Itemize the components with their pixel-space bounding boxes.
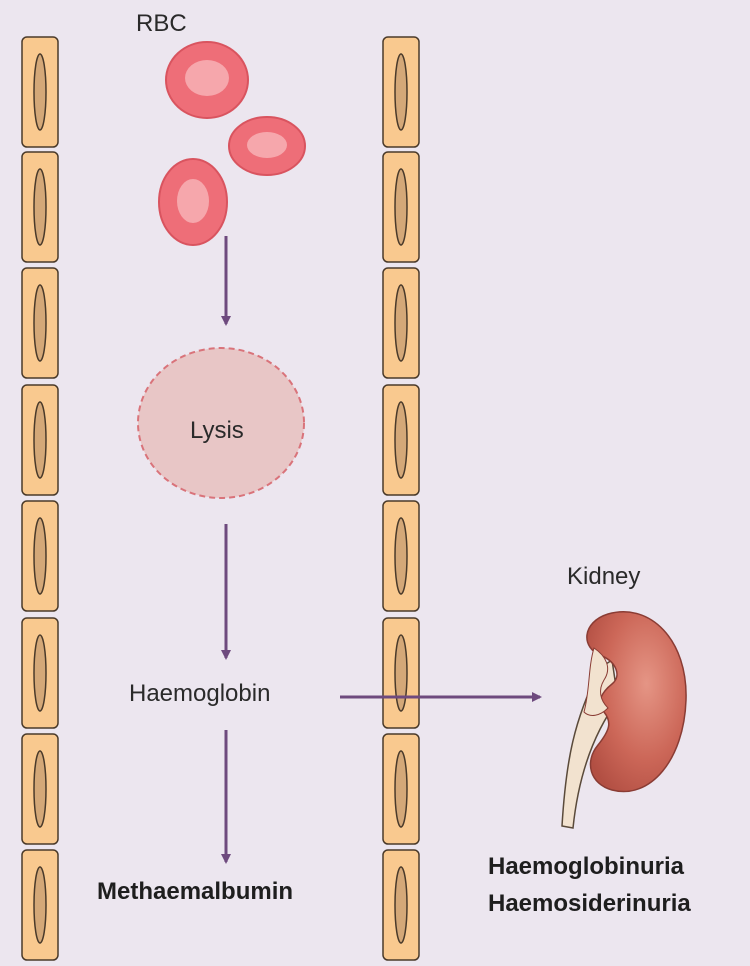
endothelial-cell-icon [383, 501, 419, 611]
red-blood-cell-icon [229, 117, 305, 175]
red-blood-cell-icon [166, 42, 248, 118]
rbc-label: RBC [136, 10, 187, 38]
haemoglobin-label: Haemoglobin [129, 680, 270, 708]
endothelial-cell-icon [22, 618, 58, 728]
haemosiderinuria-label: Haemosiderinuria [488, 890, 691, 918]
left-vessel-wall [22, 37, 58, 960]
endothelial-cell-icon [22, 734, 58, 844]
red-blood-cell-icon [159, 159, 227, 245]
endothelial-cell-icon [383, 385, 419, 495]
endothelial-cell-icon [383, 152, 419, 262]
kidney-label: Kidney [567, 563, 640, 591]
kidney-icon [562, 612, 686, 828]
endothelial-cell-icon [383, 850, 419, 960]
lysis-label: Lysis [190, 417, 244, 445]
endothelial-cell-icon [383, 734, 419, 844]
endothelial-cell-icon [22, 385, 58, 495]
right-vessel-wall [383, 37, 419, 960]
endothelial-cell-icon [383, 268, 419, 378]
endothelial-cell-icon [22, 268, 58, 378]
endothelial-cell-icon [22, 850, 58, 960]
endothelial-cell-icon [383, 37, 419, 147]
endothelial-cell-icon [383, 618, 419, 728]
endothelial-cell-icon [22, 501, 58, 611]
haemoglobinuria-label: Haemoglobinuria [488, 853, 684, 881]
endothelial-cell-icon [22, 37, 58, 147]
methaemalbumin-label: Methaemalbumin [97, 878, 293, 906]
endothelial-cell-icon [22, 152, 58, 262]
